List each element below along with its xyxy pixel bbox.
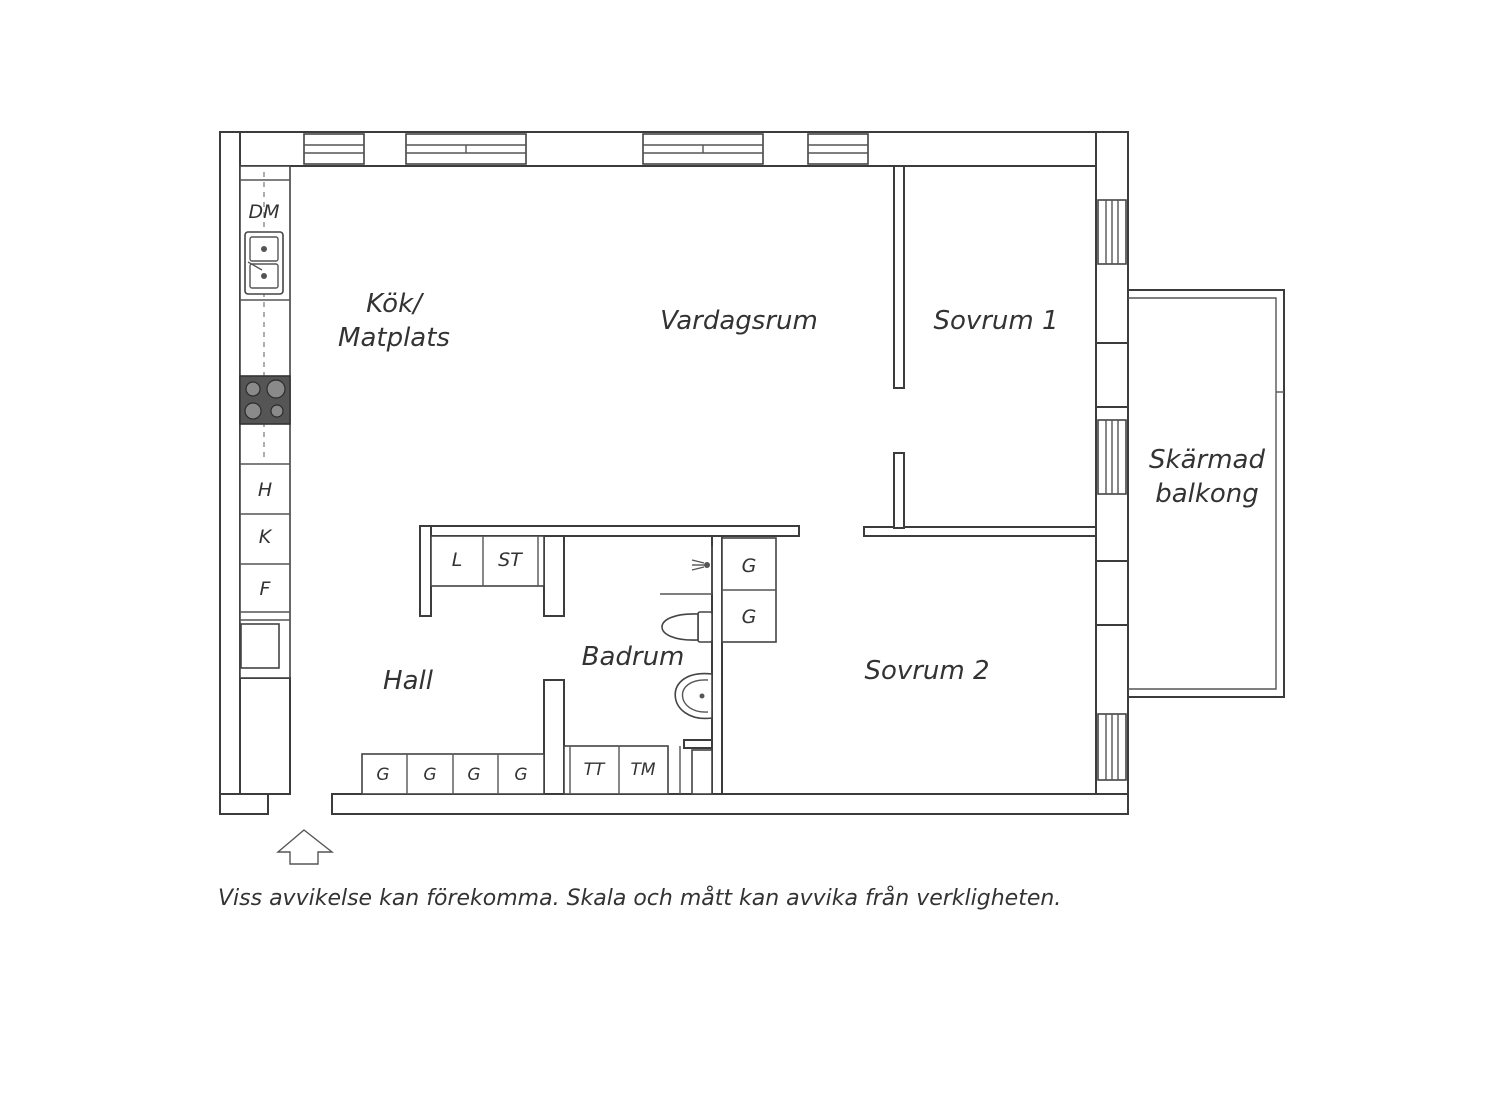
entrance-arrow-icon	[276, 829, 335, 865]
hall-wardrobes: G G G G	[361, 753, 545, 795]
right-windows	[1096, 199, 1128, 781]
tm-label: TM	[630, 760, 655, 780]
window	[807, 133, 869, 165]
f-label: F	[260, 578, 272, 600]
tt-label: TT	[584, 760, 606, 780]
window	[1097, 713, 1127, 781]
st-label: ST	[498, 549, 523, 571]
room-label-kitchen-line1: Kök/	[366, 289, 425, 319]
kitchen-counter: DM H K F	[239, 165, 291, 679]
bottom-wall-left	[219, 793, 269, 815]
room-label-bedroom1: Sovrum 1	[933, 306, 1058, 336]
top-windows	[303, 133, 869, 165]
washbasin-icon	[674, 672, 713, 720]
room-label-hall: Hall	[383, 666, 434, 696]
wall-hall-top	[419, 525, 800, 537]
wall-bedroom1-bedroom2	[863, 526, 1097, 537]
h-label: H	[258, 479, 272, 501]
wall-bath-right	[711, 535, 723, 795]
bottom-wall	[331, 793, 1129, 815]
room-label-balcony-line1: Skärmad	[1149, 445, 1265, 475]
window	[303, 133, 365, 165]
room-label-kitchen-line2: Matplats	[338, 323, 450, 353]
shower-icon	[660, 546, 713, 595]
outer-walls	[219, 131, 1129, 815]
toilet-icon	[661, 611, 713, 643]
interior-walls	[239, 165, 1097, 795]
dishwasher-label: DM	[248, 201, 279, 223]
l-label: L	[452, 549, 463, 571]
room-label-living: Vardagsrum	[660, 306, 818, 336]
wall-storage-left	[419, 525, 432, 617]
wall-living-bedroom1	[893, 165, 905, 389]
bathroom-fixtures: TT TM	[563, 546, 713, 795]
wall-stub	[893, 452, 905, 529]
room-labels: Kök/ Matplats Vardagsrum Sovrum 1 Skärma…	[338, 289, 1265, 696]
window	[1097, 419, 1127, 495]
k-label: K	[259, 526, 273, 548]
g-hall-4-label: G	[514, 765, 527, 785]
window	[642, 133, 764, 165]
bedroom2-wardrobes: G G	[721, 537, 777, 643]
g-bath-1-label: G	[742, 555, 757, 577]
window	[1097, 199, 1127, 265]
g-hall-3-label: G	[467, 765, 480, 785]
balcony-railing	[1128, 289, 1285, 698]
window	[405, 133, 527, 165]
g-hall-2-label: G	[423, 765, 436, 785]
wall-bath-left-bottom	[543, 679, 565, 795]
hob-icon	[239, 375, 291, 425]
g-hall-1-label: G	[376, 765, 389, 785]
left-wall	[219, 131, 241, 815]
wall-bath-bottom	[683, 739, 713, 749]
room-label-bedroom2: Sovrum 2	[864, 656, 989, 686]
room-label-bathroom: Badrum	[582, 642, 685, 672]
disclaimer-text: Viss avvikelse kan förekomma. Skala och …	[218, 885, 1061, 911]
g-bath-2-label: G	[742, 606, 757, 628]
room-label-balcony-line2: balkong	[1155, 479, 1259, 509]
sink-icon	[244, 231, 284, 295]
hall-storage-top: L ST	[430, 535, 545, 587]
counter-box	[240, 623, 280, 669]
wall-bath-left-top	[543, 535, 565, 617]
